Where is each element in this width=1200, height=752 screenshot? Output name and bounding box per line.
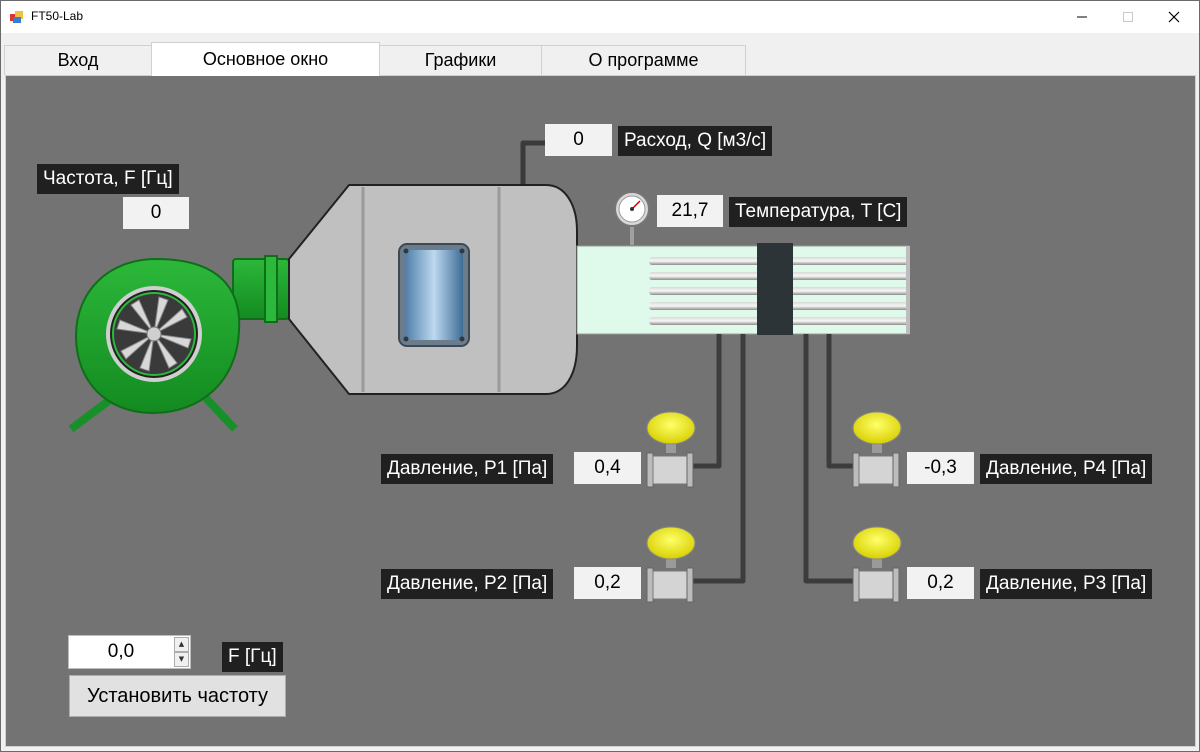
pressure-p1-value: 0,4 <box>574 452 641 484</box>
close-icon <box>1168 11 1180 23</box>
maximize-button[interactable] <box>1105 1 1151 33</box>
pressure-sensor-p4 <box>852 411 902 488</box>
tab-main-window[interactable]: Основное окно <box>151 42 380 76</box>
frequency-stepper[interactable]: 0,0 ▲ ▼ <box>68 635 191 669</box>
pressure-p4-value: -0,3 <box>907 452 974 484</box>
settling-chamber <box>288 184 578 395</box>
pressure-p3-label: Давление, P3 [Па] <box>980 569 1153 599</box>
spin-down-icon[interactable]: ▼ <box>174 652 189 667</box>
frequency-value: 0 <box>123 197 189 229</box>
title-bar: FT50-Lab <box>1 1 1199 33</box>
tab-charts[interactable]: Графики <box>379 45 542 75</box>
frequency-input[interactable]: 0,0 <box>107 641 135 662</box>
temperature-value: 21,7 <box>657 195 723 227</box>
frequency-unit-label: F [Гц] <box>222 642 283 672</box>
pressure-p4-label: Давление, P4 [Па] <box>980 454 1153 484</box>
minimize-button[interactable] <box>1059 1 1105 33</box>
set-frequency-button[interactable]: Установить частоту <box>69 675 286 717</box>
pressure-p1-label: Давление, P1 [Па] <box>381 454 554 484</box>
maximize-icon <box>1123 12 1133 22</box>
main-panel <box>5 75 1196 747</box>
pressure-sensor-p3 <box>852 526 902 603</box>
window-title: FT50-Lab <box>31 9 84 23</box>
temperature-label: Температура, T [C] <box>729 197 908 227</box>
minimize-icon <box>1077 16 1087 18</box>
flow-label: Расход, Q [м3/с] <box>618 126 773 156</box>
tab-about[interactable]: О программе <box>541 45 746 75</box>
pressure-sensor-p1 <box>646 411 696 488</box>
tube-bank <box>576 243 910 335</box>
thermometer-gauge <box>614 191 650 245</box>
pressure-p2-value: 0,2 <box>574 567 641 599</box>
app-icon <box>10 11 23 23</box>
flow-value: 0 <box>545 124 612 156</box>
pressure-p2-label: Давление, P2 [Па] <box>381 569 554 599</box>
pressure-p3-value: 0,2 <box>907 567 974 599</box>
fan-blower <box>68 255 290 433</box>
pressure-sensor-p2 <box>646 526 696 603</box>
frequency-label: Частота, F [Гц] <box>37 164 179 194</box>
close-button[interactable] <box>1151 1 1197 33</box>
spin-up-icon[interactable]: ▲ <box>174 637 189 652</box>
tab-strip: Вход Основное окно Графики О программе <box>4 42 1196 76</box>
